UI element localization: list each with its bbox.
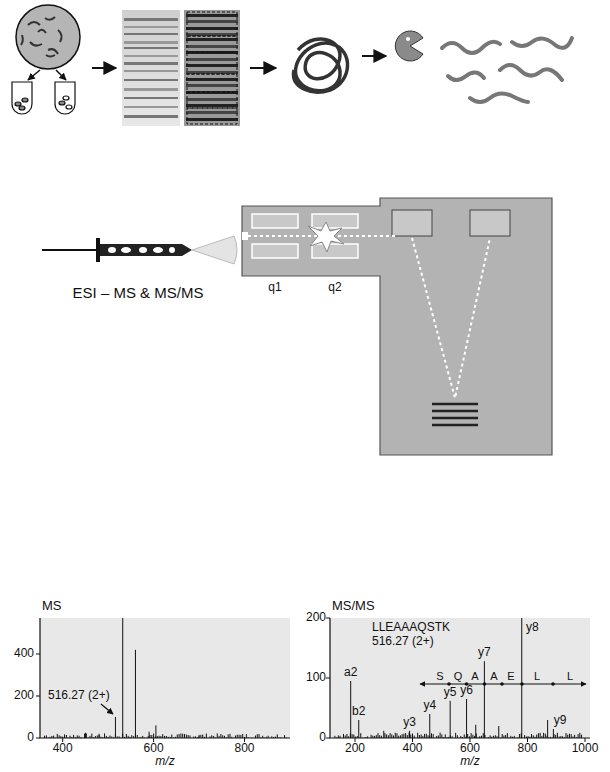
- residue-letter: A: [470, 670, 479, 682]
- panel-title: MS: [42, 599, 62, 613]
- axis-title: m/z: [155, 755, 174, 768]
- axis-title: m/z: [460, 755, 479, 768]
- msms-spectrum: [326, 618, 590, 742]
- peptide-sequence: LLEAAAQSTK: [372, 621, 450, 634]
- ion-label: a2: [344, 666, 357, 679]
- ion-label: y7: [478, 646, 491, 659]
- axis-tick: 400: [402, 742, 422, 755]
- residue-letter: Q: [453, 670, 464, 682]
- peptide-fragments: [442, 38, 572, 102]
- peak-label: 516.27 (2+): [48, 689, 110, 702]
- axis-tick: 0: [319, 731, 326, 744]
- ion-label: y9: [554, 714, 567, 727]
- ms-spectrum: [36, 618, 290, 742]
- test-tubes: [12, 82, 75, 114]
- quadrupole-label: q2: [328, 281, 341, 294]
- peak-label: 516.27 (2+): [372, 635, 434, 648]
- ion-label: y3: [403, 716, 416, 729]
- ion-label: y6: [460, 684, 473, 697]
- ion-label: y5: [444, 686, 457, 699]
- residue-letter: L: [533, 670, 541, 682]
- residue-letter: L: [566, 670, 574, 682]
- panel-title: MS/MS: [332, 599, 375, 613]
- cell-culture: [16, 5, 80, 69]
- axis-tick: 600: [460, 742, 480, 755]
- esi-needle: [42, 236, 237, 264]
- axis-tick: 200: [306, 611, 326, 624]
- protein-tangle: [294, 39, 348, 92]
- axis-tick: 800: [234, 742, 254, 755]
- instrument-title: ESI – MS & MS/MS: [73, 285, 204, 302]
- protease-symbol: [395, 31, 423, 61]
- residue-letter: S: [435, 670, 444, 682]
- axis-tick: 100: [306, 671, 326, 684]
- ion-label: y8: [526, 621, 539, 634]
- axis-tick: 600: [144, 742, 164, 755]
- axis-tick: 400: [53, 742, 73, 755]
- axis-tick: 200: [345, 742, 365, 755]
- axis-tick: 400: [14, 647, 34, 660]
- axis-tick: 1000: [572, 742, 599, 755]
- residue-letter: E: [506, 670, 515, 682]
- ion-label: b2: [352, 705, 365, 718]
- ion-label: y4: [423, 699, 436, 712]
- residue-letter: A: [489, 670, 498, 682]
- gel-image: [122, 10, 240, 126]
- axis-tick: 0: [27, 731, 34, 744]
- axis-tick: 800: [517, 742, 537, 755]
- axis-tick: 200: [14, 689, 34, 702]
- mass-spectrometer: [242, 198, 552, 455]
- quadrupole-label: q1: [268, 281, 281, 294]
